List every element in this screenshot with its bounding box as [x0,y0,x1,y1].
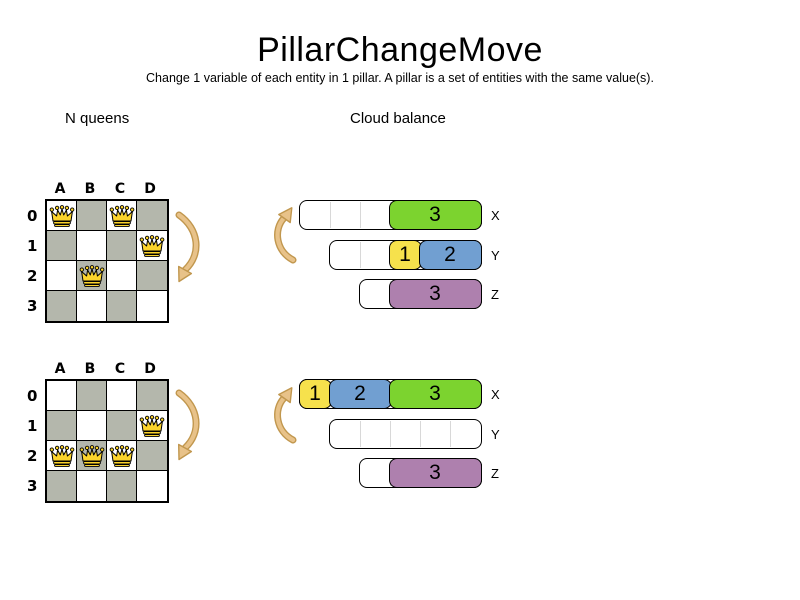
process-block: 2 [418,239,482,270]
row-label: 0 [27,387,38,405]
process-block: 3 [388,278,482,309]
chess-cell [137,381,167,411]
board-column-labels: A B C D [45,362,169,379]
computer-label: Z [491,287,499,302]
queen-icon [49,204,74,227]
process-block: 1 [388,239,422,270]
page-title: PillarChangeMove [257,31,543,69]
chess-cell [107,201,137,231]
chess-cell [107,291,137,321]
chess-cell [137,261,167,291]
chess-grid [45,199,169,323]
slot-divider [389,421,391,447]
queen-icon [109,204,134,227]
process-block: 2 [328,378,392,409]
process-block: 3 [388,199,482,230]
column-label: B [84,181,96,197]
board-row-labels: 0 1 2 3 [27,199,45,323]
computer-label: Z [491,466,499,481]
row-label: 0 [27,207,38,225]
chess-cell [77,411,107,441]
move-arrow-down-icon [175,389,200,461]
computer-bar [329,419,482,449]
slot-divider [359,202,361,228]
queen-icon [139,234,165,257]
chess-cell [77,291,107,321]
chess-grid [45,379,169,503]
board-column-labels: A B C D [45,182,169,199]
page-subtitle: Change 1 variable of each entity in 1 pi… [146,71,654,85]
column-label: C [114,181,126,197]
board-row-labels: 0 1 2 3 [27,379,45,503]
chess-cell [47,261,77,291]
process-block: 1 [298,378,332,409]
move-arrow-up-icon [274,387,297,444]
move-arrow-up-icon [274,207,297,264]
computer-label: Y [491,248,500,263]
chess-cell [47,471,77,501]
chess-cell [137,201,167,231]
chess-cell [137,231,167,261]
row-label: 2 [27,267,38,285]
chess-cell [47,441,77,471]
process-block: 3 [388,457,482,488]
chess-cell [77,231,107,261]
computer-label: Y [491,427,500,442]
chess-cell [77,381,107,411]
chess-cell [47,231,77,261]
computer-label: X [491,208,500,223]
chess-cell [137,471,167,501]
chess-cell [77,471,107,501]
chess-cell [47,201,77,231]
computer-bar: 3 [299,199,482,230]
chess-cell [107,471,137,501]
column-label: A [54,361,66,377]
queen-icon [109,444,134,467]
column-label: D [144,361,156,377]
chess-cell [137,441,167,471]
chess-cell [77,261,107,291]
row-label: 1 [27,237,38,255]
slot-divider [329,202,331,228]
chess-cell [77,201,107,231]
chess-cell [107,381,137,411]
queen-icon [139,414,165,437]
column-label: C [114,361,126,377]
section-label-cloud-balance: Cloud balance [350,110,446,127]
column-label: D [144,181,156,197]
chess-cell [107,261,137,291]
chessboard-before: A B C D 0 1 2 3 [27,182,169,323]
chess-cell [107,231,137,261]
chess-cell [137,291,167,321]
queen-icon [49,444,74,467]
row-label: 1 [27,417,38,435]
slot-divider [359,421,361,447]
computer-bar: 3 [359,457,482,488]
row-label: 2 [27,447,38,465]
process-block: 3 [388,378,482,409]
move-arrow-down-icon [175,211,200,283]
chess-cell [47,411,77,441]
chess-cell [137,411,167,441]
queen-icon [79,444,104,467]
chess-cell [107,441,137,471]
computer-label: X [491,387,500,402]
row-label: 3 [27,297,38,315]
chess-cell [47,381,77,411]
column-label: B [84,361,96,377]
column-label: A [54,181,66,197]
section-label-nqueens: N queens [65,110,130,127]
slot-divider [359,242,361,268]
computer-bar: 3 [359,278,482,309]
chessboard-after: A B C D 0 1 2 3 [27,362,169,503]
queen-icon [79,264,104,287]
chess-cell [77,441,107,471]
row-label: 3 [27,477,38,495]
slot-divider [449,421,451,447]
chess-cell [47,291,77,321]
slot-divider [419,421,421,447]
chess-cell [107,411,137,441]
